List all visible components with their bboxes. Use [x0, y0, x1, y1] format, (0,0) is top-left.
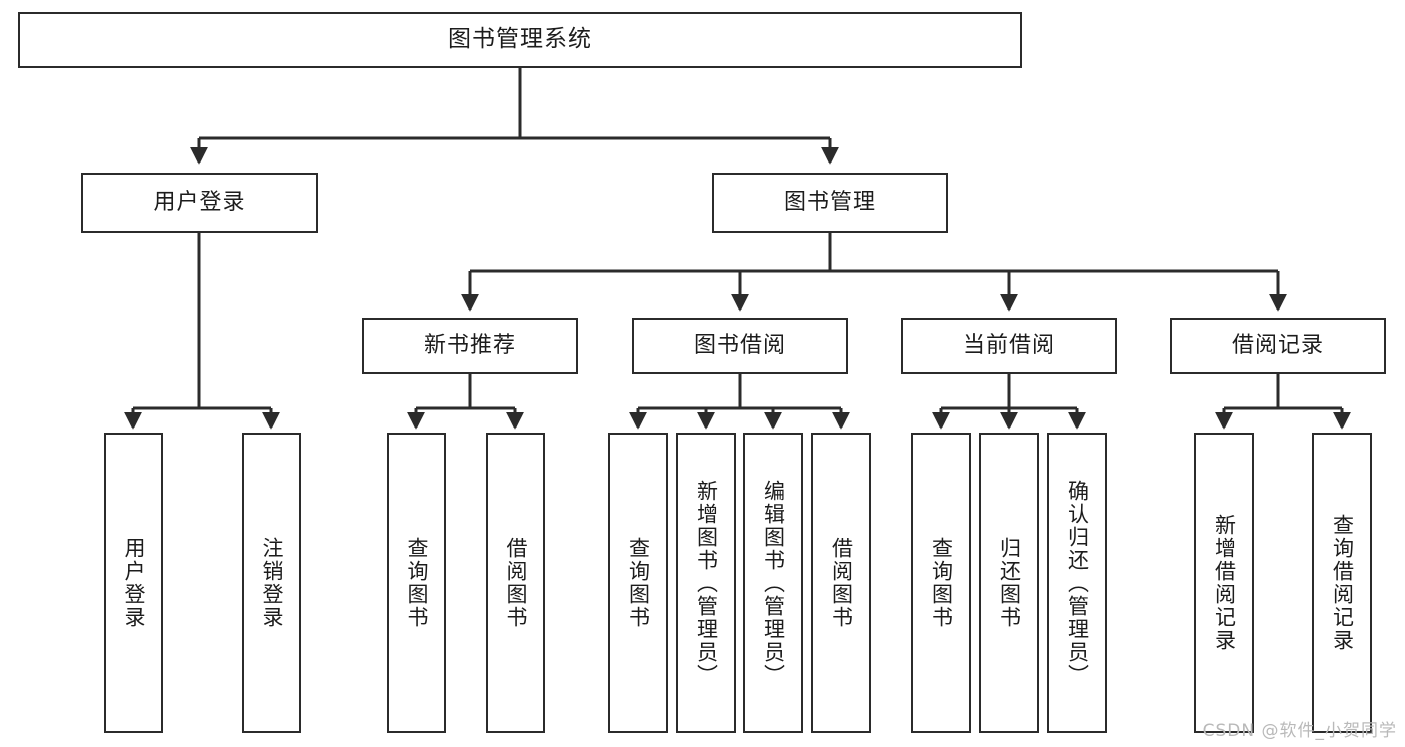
leaf-record-add-record[interactable]: 新增借阅记录: [1194, 433, 1254, 733]
csdn-watermark: CSDN @软件_小贺同学: [1202, 721, 1397, 741]
node-label: 注销登录: [259, 537, 284, 629]
leaf-new-book-borrow[interactable]: 借阅图书: [486, 433, 545, 733]
node-label: 新书推荐: [423, 332, 516, 358]
node-label: 归还图书: [997, 537, 1022, 629]
leaf-current-confirm-return-admin[interactable]: 确认归还（管理员）: [1047, 433, 1107, 733]
node-label: 借阅记录: [1231, 332, 1324, 358]
leaf-current-query-book[interactable]: 查询图书: [911, 433, 971, 733]
leaf-borrow-query-book[interactable]: 查询图书: [608, 433, 668, 733]
node-label: 当前借阅: [962, 332, 1055, 358]
node-root-system[interactable]: 图书管理系统: [18, 12, 1022, 68]
node-label: 确认归还（管理员）: [1065, 479, 1090, 687]
node-label: 借阅图书: [503, 537, 528, 629]
leaf-record-query-record[interactable]: 查询借阅记录: [1312, 433, 1372, 733]
leaf-borrow-edit-book-admin[interactable]: 编辑图书（管理员）: [743, 433, 803, 733]
node-label: 查询借阅记录: [1330, 514, 1355, 652]
leaf-borrow-borrow-book[interactable]: 借阅图书: [811, 433, 871, 733]
leaf-borrow-add-book-admin[interactable]: 新增图书（管理员）: [676, 433, 736, 733]
leaf-current-return-book[interactable]: 归还图书: [979, 433, 1039, 733]
node-book-management[interactable]: 图书管理: [712, 173, 948, 233]
node-label: 用户登录: [121, 537, 146, 629]
node-label: 图书管理: [783, 189, 876, 215]
node-label: 图书借阅: [693, 332, 786, 358]
node-label: 编辑图书（管理员）: [761, 479, 786, 687]
node-borrow-record[interactable]: 借阅记录: [1170, 318, 1386, 374]
node-label: 新增借阅记录: [1212, 514, 1237, 652]
leaf-user-login-login[interactable]: 用户登录: [104, 433, 163, 733]
node-book-borrow[interactable]: 图书借阅: [632, 318, 848, 374]
node-label: 用户登录: [153, 189, 246, 215]
node-label: 新增图书（管理员）: [694, 479, 719, 687]
leaf-new-book-query[interactable]: 查询图书: [387, 433, 446, 733]
node-label: 查询图书: [626, 537, 651, 629]
node-label: 查询图书: [404, 537, 429, 629]
node-user-login[interactable]: 用户登录: [81, 173, 318, 233]
node-label: 查询图书: [929, 537, 954, 629]
node-label: 图书管理系统: [448, 26, 592, 53]
node-new-book-recommend[interactable]: 新书推荐: [362, 318, 578, 374]
node-current-borrow[interactable]: 当前借阅: [901, 318, 1117, 374]
leaf-user-login-logout[interactable]: 注销登录: [242, 433, 301, 733]
node-label: 借阅图书: [829, 537, 854, 629]
